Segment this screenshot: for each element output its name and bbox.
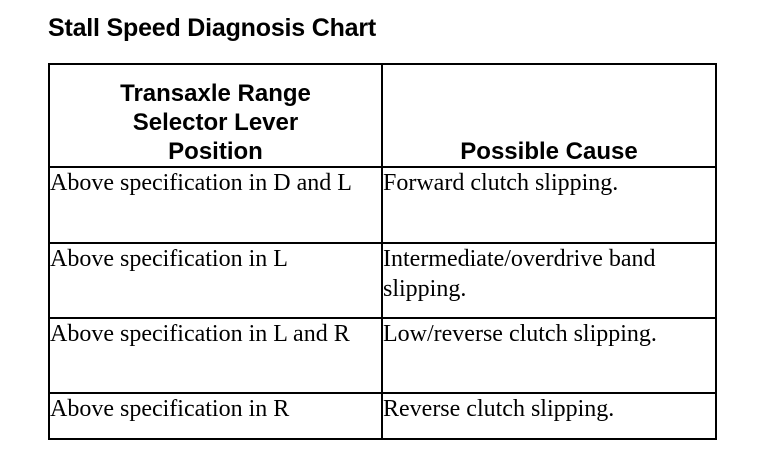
table-header-row: Transaxle Range Selector Lever Position … xyxy=(48,63,717,168)
page-title: Stall Speed Diagnosis Chart xyxy=(48,14,377,42)
table-cell-selector-position: Above specification in R xyxy=(48,392,383,440)
column-header-possible-cause: Possible Cause xyxy=(381,63,717,168)
table-row: Above specification in L and R Low/rever… xyxy=(48,317,717,394)
stall-speed-diagnosis-table: Transaxle Range Selector Lever Position … xyxy=(48,63,717,440)
table-cell-selector-position: Above specification in L xyxy=(48,242,383,319)
column-header-label: Transaxle Range Selector Lever Position xyxy=(120,80,311,165)
table-cell-possible-cause: Forward clutch slipping. xyxy=(381,166,717,244)
table-cell-possible-cause: Reverse clutch slipping. xyxy=(381,392,717,440)
table-row: Above specification in L Intermediate/ov… xyxy=(48,242,717,319)
column-header-label: Possible Cause xyxy=(460,138,638,165)
table-row: Above specification in R Reverse clutch … xyxy=(48,392,717,440)
table-row: Above specification in D and L Forward c… xyxy=(48,166,717,244)
table-cell-possible-cause: Low/reverse clutch slipping. xyxy=(381,317,717,394)
column-header-selector-position: Transaxle Range Selector Lever Position xyxy=(48,63,383,168)
table-cell-selector-position: Above specification in D and L xyxy=(48,166,383,244)
table-cell-possible-cause: Intermediate/overdrive band slipping. xyxy=(381,242,717,319)
table-cell-selector-position: Above specification in L and R xyxy=(48,317,383,394)
